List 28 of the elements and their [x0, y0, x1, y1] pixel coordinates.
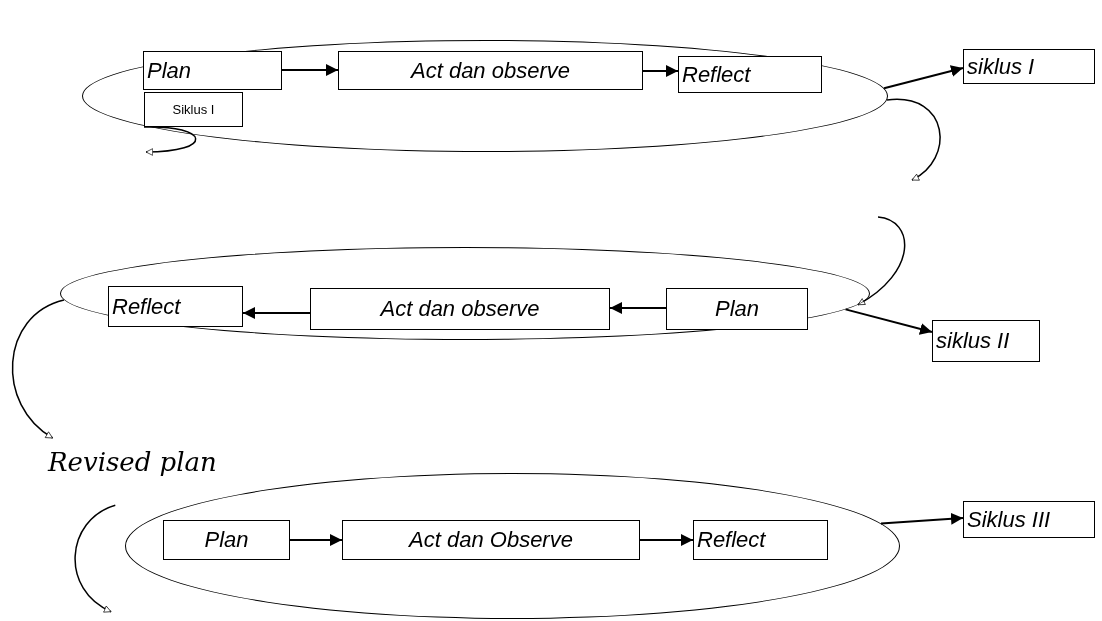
process-box: siklus II: [932, 320, 1040, 362]
curved-arrow: [11, 299, 65, 439]
curved-arrow: [143, 126, 197, 156]
curved-arrow: [857, 216, 906, 306]
curved-arrow: [74, 504, 117, 613]
arrow: [289, 534, 343, 546]
process-box: Act dan observe: [310, 288, 610, 330]
arrow: [844, 308, 933, 335]
arrow: [609, 302, 667, 314]
process-box: Siklus III: [963, 501, 1095, 538]
arrow: [639, 534, 694, 546]
text-label: Revised plan: [48, 438, 280, 486]
process-box: Act dan Observe: [342, 520, 640, 560]
process-box: Act dan observe: [338, 51, 643, 90]
process-box: Reflect: [693, 520, 828, 560]
arrow: [883, 65, 964, 90]
process-box: Reflect: [678, 56, 822, 93]
process-box: Siklus I: [144, 92, 243, 127]
process-box: Plan: [163, 520, 290, 560]
arrow: [880, 512, 964, 525]
arrow: [242, 307, 311, 319]
arrow: [281, 64, 339, 76]
process-box: Plan: [666, 288, 808, 330]
process-box: Plan: [143, 51, 282, 90]
arrow: [642, 65, 679, 77]
process-box: Reflect: [108, 286, 243, 327]
curved-arrow: [886, 98, 941, 181]
process-box: siklus I: [963, 49, 1095, 84]
